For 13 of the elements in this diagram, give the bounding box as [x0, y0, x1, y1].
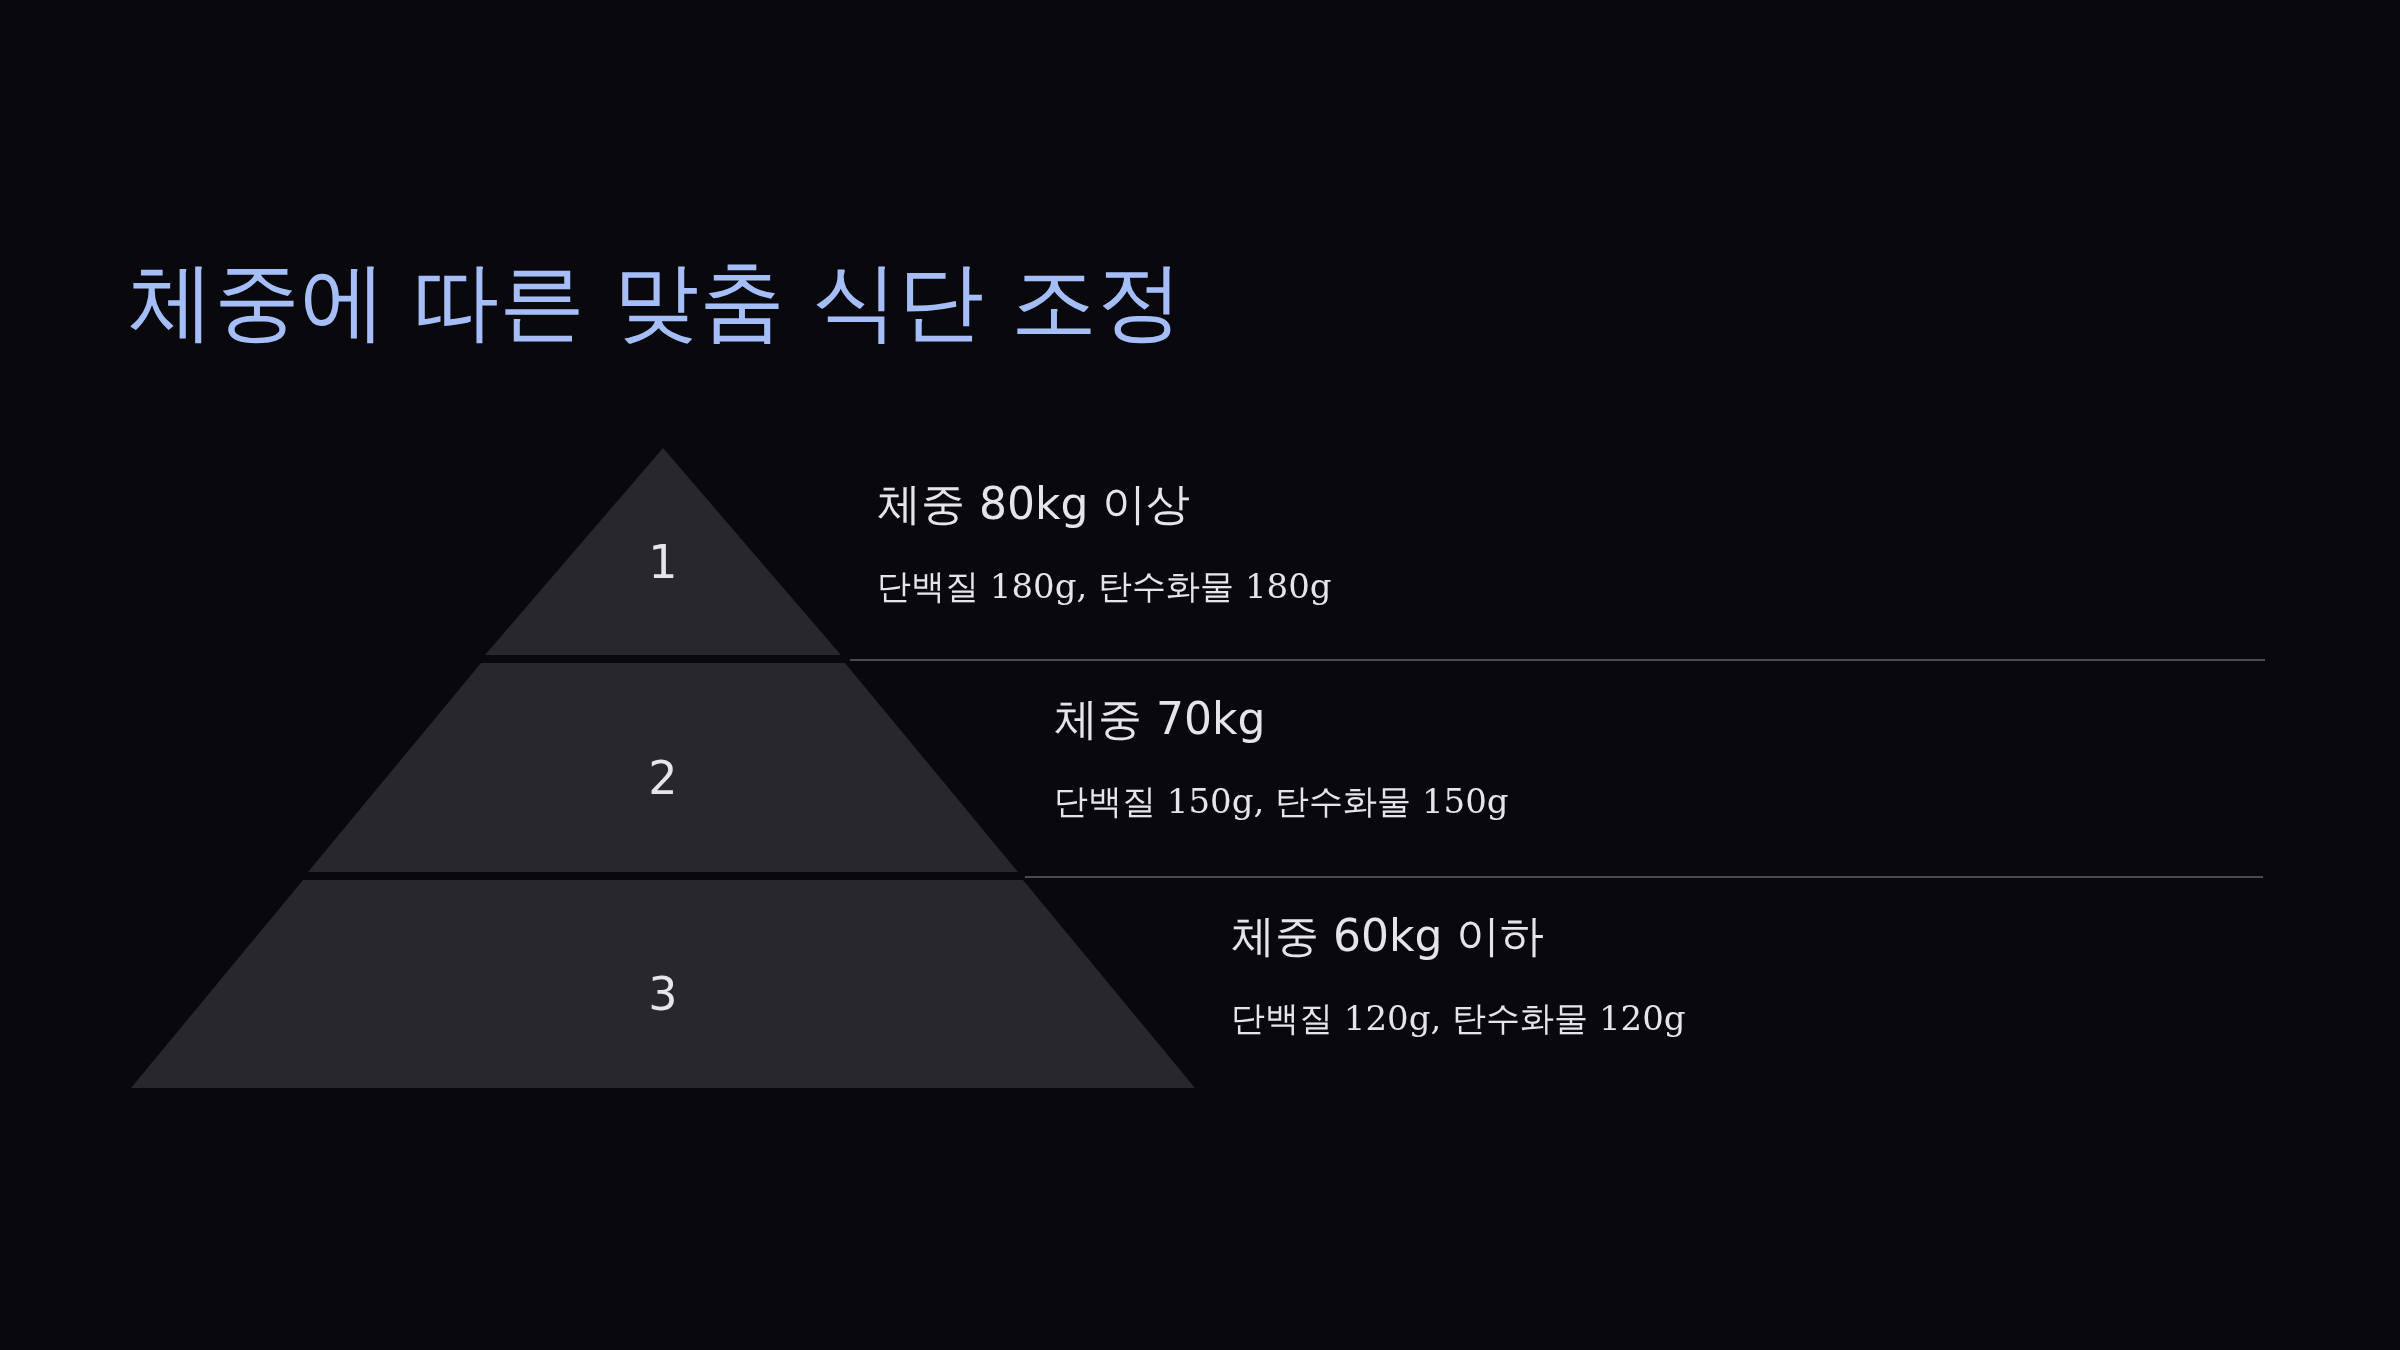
- tier-number: 3: [647, 971, 679, 1018]
- tier-number: 2: [647, 754, 679, 801]
- tier-description: 단백질 120g, 탄수화물 120g: [1231, 998, 1686, 1039]
- slide-title: 체중에 따른 맞춤 식단 조정: [128, 250, 1184, 353]
- tier-heading: 체중 70kg: [1054, 693, 1266, 746]
- tier-description: 단백질 150g, 탄수화물 150g: [1054, 781, 1509, 822]
- tier-number: 1: [647, 538, 679, 585]
- pyramid-tier: [485, 448, 841, 655]
- pyramid-tier: [308, 663, 1018, 872]
- pyramid-tier: [131, 880, 1195, 1088]
- tier-description: 단백질 180g, 탄수화물 180g: [877, 566, 1332, 607]
- tier-heading: 체중 80kg 이상: [877, 478, 1191, 531]
- tier-heading: 체중 60kg 이하: [1231, 910, 1545, 963]
